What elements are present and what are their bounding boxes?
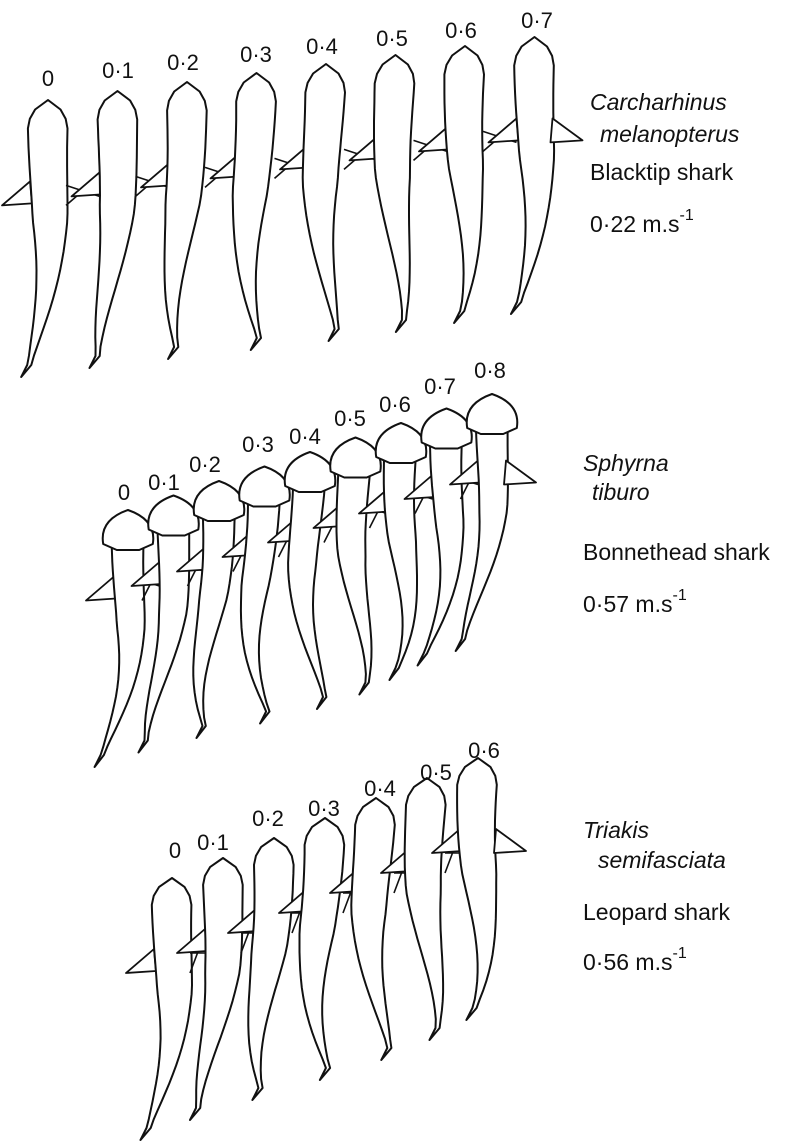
shark-body	[351, 798, 395, 1060]
shark-outline	[419, 46, 517, 323]
time-label: 0·7	[424, 374, 456, 399]
shark-body	[21, 100, 67, 377]
shark-body	[384, 433, 417, 680]
shark-body	[141, 878, 193, 1140]
shark-body	[337, 448, 372, 695]
time-label: 0·6	[379, 392, 411, 417]
shark-outline	[432, 758, 526, 1020]
time-label: 0·3	[242, 432, 274, 457]
blacktip-outline-sequence	[2, 37, 583, 377]
shark-outline	[2, 100, 100, 377]
time-label: 0·5	[334, 406, 366, 431]
time-label: 0	[42, 66, 54, 91]
shark-body	[95, 520, 145, 767]
time-label: 0	[169, 838, 181, 863]
shark-outline	[126, 878, 205, 1140]
time-label: 0·4	[306, 34, 338, 59]
species-name-epithet: melanopterus	[600, 121, 740, 147]
common-name: Leopard shark	[583, 899, 731, 925]
shark-outline	[72, 91, 170, 368]
species-name-epithet: semifasciata	[598, 847, 726, 873]
cephalofoil-head	[103, 510, 154, 550]
cephalofoil-head	[330, 438, 381, 478]
cephalofoil-head	[239, 467, 290, 507]
time-label: 0·8	[474, 358, 506, 383]
shark-body	[288, 462, 326, 709]
shark-body	[511, 37, 554, 314]
time-label: 0·6	[445, 18, 477, 43]
time-label: 0·2	[167, 50, 199, 75]
shark-body	[233, 73, 276, 350]
shark-body	[248, 838, 293, 1100]
pectoral-fin	[489, 118, 519, 142]
time-label: 0·3	[308, 796, 340, 821]
bonnethead-outline-sequence	[86, 394, 536, 767]
cephalofoil-head	[467, 394, 518, 434]
shark-outline	[489, 37, 583, 314]
swim-speed: 0·22 m.s-1	[590, 207, 694, 237]
cephalofoil-head	[376, 423, 427, 463]
species-name-genus: Carcharhinus	[590, 89, 727, 115]
species-name-epithet: tiburo	[592, 479, 650, 505]
pectoral-fin	[551, 118, 583, 142]
pectoral-fin	[494, 829, 526, 853]
time-label: 0·4	[364, 776, 396, 801]
panel-leopard: 0 0·1 0·2 0·3 0·4 0·5 0·6 Triakis semifa…	[126, 738, 731, 1140]
shark-body	[405, 778, 446, 1040]
time-label: 0·1	[197, 830, 229, 855]
shark-body	[457, 758, 497, 1020]
time-label: 0·4	[289, 424, 321, 449]
panel-blacktip: 0 0·1 0·2 0·3 0·4 0·5 0·6 0·7 Carcharhin…	[2, 8, 740, 377]
species-name-genus: Sphyrna	[583, 450, 669, 476]
common-name: Blacktip shark	[590, 159, 734, 185]
cephalofoil-head	[285, 452, 336, 492]
cephalofoil-head	[148, 496, 199, 536]
shark-body	[303, 64, 345, 341]
cephalofoil-head	[194, 481, 245, 521]
time-label: 0·3	[240, 42, 272, 67]
species-name-genus: Triakis	[583, 817, 650, 843]
time-label: 0·7	[521, 8, 553, 33]
shark-body	[300, 818, 345, 1080]
shark-outline	[280, 64, 378, 341]
pectoral-fin	[126, 949, 156, 973]
shark-body	[444, 46, 484, 323]
time-label: 0·1	[102, 58, 134, 83]
shark-outline	[350, 55, 448, 332]
pectoral-fin	[2, 181, 32, 205]
time-label: 0·5	[376, 26, 408, 51]
shark-body	[374, 55, 414, 332]
swim-speed: 0·57 m.s-1	[583, 587, 687, 617]
shark-body	[90, 91, 138, 368]
time-label: 0	[118, 480, 130, 505]
time-label: 0·2	[189, 452, 221, 477]
time-label: 0·6	[468, 738, 500, 763]
time-label: 0·5	[420, 760, 452, 785]
shark-outline	[211, 73, 309, 350]
cephalofoil-head	[421, 409, 472, 449]
time-label: 0·1	[148, 470, 180, 495]
panel-bonnethead: 0 0·1 0·2 0·3 0·4 0·5 0·6 0·7 0·8 Sphyrn…	[86, 358, 770, 767]
shark-outline	[141, 82, 239, 359]
pectoral-fin	[419, 127, 449, 151]
shark-body	[241, 477, 280, 724]
pectoral-fin	[72, 172, 102, 196]
pectoral-fin	[86, 577, 116, 601]
time-label: 0·2	[252, 806, 284, 831]
common-name: Bonnethead shark	[583, 539, 770, 565]
swim-speed: 0·56 m.s-1	[583, 945, 687, 975]
pectoral-fin	[504, 461, 536, 485]
shark-body	[165, 82, 207, 359]
shark-body	[190, 858, 243, 1120]
